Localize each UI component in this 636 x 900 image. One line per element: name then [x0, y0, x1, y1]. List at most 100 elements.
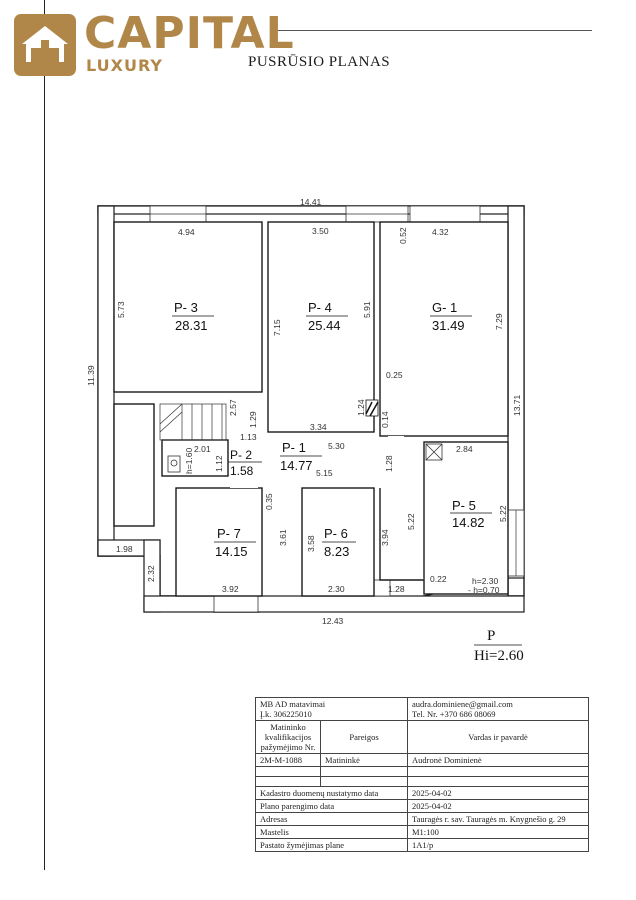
dim-g1-width: 4.32	[432, 227, 449, 237]
room-area-p4: 25.44	[308, 318, 341, 333]
row-address-value: Tauragės r. sav. Tauragės m. Knygnešio g…	[407, 812, 589, 826]
cert-no: 2M-M-1088	[255, 753, 321, 767]
table-row	[255, 776, 589, 787]
dim-p2-112: 1.12	[214, 455, 224, 472]
window-bottom-1	[213, 595, 259, 613]
row-mark-label: Pastato žymėjimas plane	[255, 838, 408, 852]
table-row: Pastato žymėjimas plane 1A1/p	[255, 838, 589, 852]
dim-stair-129: 1.29	[248, 411, 258, 428]
room-code-p4: P- 4	[308, 300, 332, 315]
dim-p2-201: 2.01	[194, 444, 211, 454]
dim-top-total: 14.41	[300, 197, 322, 207]
dim-left-232: 2.32	[146, 565, 156, 582]
room-code-p5: P- 5	[452, 498, 476, 513]
frame-line-top	[272, 30, 592, 31]
frame-line-left	[44, 0, 45, 870]
dim-p7-361: 3.61	[278, 529, 288, 546]
dim-g1-014: 0.14	[380, 411, 390, 428]
dim-p7-035: 0.35	[264, 493, 274, 510]
room-code-p2: P- 2	[230, 448, 252, 462]
row-cadastre-value: 2025-04-02	[407, 786, 589, 800]
brand-subtitle: LUXURY	[86, 56, 163, 75]
dim-g1-025: 0.25	[386, 370, 403, 380]
dim-p2-h: h=1.60	[184, 447, 194, 474]
room-code-p3: P- 3	[174, 300, 198, 315]
shaft-icon	[425, 443, 443, 461]
col-cert: Matininko kvalifikacijos pažymėjimo Nr.	[255, 720, 321, 754]
company-cell: MB AD matavimai Į.k. 306225010	[255, 697, 408, 721]
row-mark-value: 1A1/p	[407, 838, 589, 852]
dim-stair-257: 2.57	[228, 399, 238, 416]
contact-phone: Tel. Nr. +370 686 08069	[412, 709, 496, 719]
dim-p5-h1: h=2.30	[472, 576, 499, 586]
dim-p6-230: 2.30	[328, 584, 345, 594]
room-code-p7: P- 7	[217, 526, 241, 541]
room-p4	[267, 221, 375, 433]
corridor-wall	[379, 488, 424, 581]
table-row	[255, 766, 589, 777]
dim-g1-height: 7.29	[494, 313, 504, 330]
brand-name: CAPITAL	[84, 8, 295, 59]
dim-p1-515: 5.15	[316, 468, 333, 478]
table-row: Adresas Tauragės r. sav. Tauragės m. Kny…	[255, 812, 589, 826]
dim-p4-height: 7.15	[272, 319, 282, 336]
table-row: 2M-M-1088 Matininkė Audronė Dominienė	[255, 753, 589, 767]
dim-p5-522b: 5.22	[498, 505, 508, 522]
dim-p5-022: 0.22	[430, 574, 447, 584]
dim-p6-394: 3.94	[380, 529, 390, 546]
plan-title: PUSRŪSIO PLANAS	[248, 54, 391, 70]
left-wall	[97, 205, 115, 557]
col-role: Pareigos	[320, 720, 408, 754]
table-row: Kadastro duomenų nustatymo data 2025-04-…	[255, 786, 589, 800]
staircase	[159, 403, 227, 441]
dim-g1-124: 1.24	[356, 399, 366, 416]
dim-p7-392: 3.92	[222, 584, 239, 594]
col-name: Vardas ir pavardė	[407, 720, 589, 754]
row-plan-label: Plano parengimo data	[255, 799, 408, 813]
room-area-p2: 1.58	[230, 464, 254, 478]
row-address-label: Adresas	[255, 812, 408, 826]
dim-p4-inner: 5.91	[362, 301, 372, 318]
company-code: Į.k. 306225010	[260, 709, 312, 719]
dim-stair-113: 1.13	[240, 432, 257, 442]
dim-g1-small: 0.52	[398, 227, 408, 244]
room-code-g1: G- 1	[432, 300, 457, 315]
dim-bottom-total: 12.43	[322, 616, 344, 626]
room-p5	[423, 441, 509, 595]
dim-p3-width: 4.94	[178, 227, 195, 237]
floor-height: Hi=2.60	[474, 648, 524, 664]
dim-p6-358: 3.58	[306, 535, 316, 552]
table-row: Matininko kvalifikacijos pažymėjimo Nr. …	[255, 720, 589, 754]
role: Matininkė	[320, 753, 408, 767]
room-code-p1: P- 1	[282, 440, 306, 455]
dim-right-total: 13.71	[512, 394, 522, 416]
table-row: Plano parengimo data 2025-04-02	[255, 799, 589, 813]
door-p4	[277, 434, 293, 440]
room-area-p6: 8.23	[324, 544, 349, 559]
row-cadastre-label: Kadastro duomenų nustatymo data	[255, 786, 408, 800]
room-area-p7: 14.15	[215, 544, 248, 559]
dim-p5-h2: - h=0.70	[468, 585, 500, 595]
dim-left-198: 1.98	[116, 544, 133, 554]
room-area-p3: 28.31	[175, 318, 208, 333]
row-plan-value: 2025-04-02	[407, 799, 589, 813]
room-area-p1: 14.77	[280, 458, 313, 473]
dim-p3-height: 5.73	[116, 301, 126, 318]
dim-p4-334: 3.34	[310, 422, 327, 432]
room-g1	[379, 221, 509, 437]
row-scale-label: Mastelis	[255, 825, 408, 839]
floor-label: P	[487, 628, 495, 644]
dim-bottom-128: 1.28	[388, 584, 405, 594]
stair-base	[113, 403, 155, 527]
toilet-icon	[167, 455, 181, 473]
row-scale-value: M1:100	[407, 825, 589, 839]
table-row: MB AD matavimai Į.k. 306225010 audra.dom…	[255, 697, 589, 721]
dim-left-total: 11.39	[86, 365, 96, 386]
table-row: Mastelis M1:100	[255, 825, 589, 839]
dim-p1-128: 1.28	[384, 455, 394, 472]
room-area-p5: 14.82	[452, 515, 485, 530]
gate-opening	[409, 205, 481, 223]
dim-p4-width: 3.50	[312, 226, 329, 236]
surveyor-name: Audronė Dominienė	[407, 753, 589, 767]
